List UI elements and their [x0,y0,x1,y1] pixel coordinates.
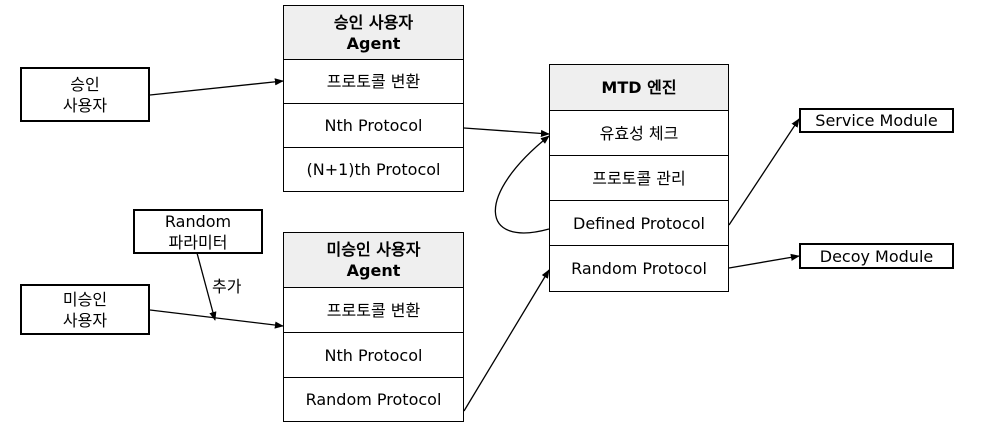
approved-user-line1: 승인 [70,74,100,94]
arrow-random-to-mtd-random [463,269,550,412]
approved-agent-header: 승인 사용자 Agent [284,6,463,60]
unapproved-user-line1: 미승인 [62,289,108,309]
approved-agent-row-protocol-convert: 프로토콜 변환 [284,60,463,104]
approved-agent-title-line2: Agent [346,33,401,53]
approved-agent-row-text: (N+1)th Protocol [306,159,441,179]
approved-user-line2: 사용자 [62,95,108,115]
arrow-defined-to-service [728,118,800,226]
mtd-row-text: 유효성 체크 [599,123,679,143]
unapproved-agent-row-text: Random Protocol [305,389,442,409]
approved-user-box: 승인 사용자 [20,67,150,122]
service-module-label: Service Module [815,111,938,130]
arrow-random-to-decoy [728,253,800,269]
mtd-row-text: 프로토콜 관리 [592,168,686,188]
arrow-approved-user-to-agent [149,78,284,96]
approved-agent-row-text: Nth Protocol [324,116,423,135]
unapproved-agent-table: 미승인 사용자 Agent 프로토콜 변환 Nth Protocol Rando… [283,232,464,422]
unapproved-agent-row-random: Random Protocol [284,378,463,420]
mtd-row-text: Random Protocol [571,258,707,278]
mtd-row-random-protocol: Random Protocol [550,246,728,290]
mtd-row-defined-protocol: Defined Protocol [550,201,728,246]
mtd-row-text: Defined Protocol [573,213,705,233]
random-param-box: Random 파라미터 [133,209,263,254]
unapproved-agent-row-nth: Nth Protocol [284,333,463,378]
approved-agent-row-text: 프로토콜 변환 [326,72,421,91]
decoy-module-label: Decoy Module [819,246,934,266]
approved-agent-row-nth: Nth Protocol [284,104,463,148]
unapproved-agent-title-line2: Agent [346,261,401,280]
unapproved-agent-title-line1: 미승인 사용자 [326,240,421,259]
mtd-row-protocol-manage: 프로토콜 관리 [550,156,728,201]
unapproved-user-box: 미승인 사용자 [20,284,150,335]
arrow-loop-defined-to-validity [494,135,550,234]
mtd-row-validity-check: 유효성 체크 [550,111,728,156]
random-param-line2: 파라미터 [168,232,228,252]
mtd-engine-header: MTD 엔진 [550,65,728,111]
approved-agent-title-line1: 승인 사용자 [333,12,414,32]
arrow-random-param-add [196,252,217,321]
service-module-box: Service Module [799,108,954,133]
decoy-module-box: Decoy Module [799,243,954,269]
approved-agent-table: 승인 사용자 Agent 프로토콜 변환 Nth Protocol (N+1)t… [283,5,464,192]
approved-agent-row-n1th: (N+1)th Protocol [284,148,463,190]
unapproved-user-line2: 사용자 [62,310,108,330]
unapproved-agent-row-text: 프로토콜 변환 [326,300,421,320]
mtd-engine-table: MTD 엔진 유효성 체크 프로토콜 관리 Defined Protocol R… [549,64,729,292]
random-param-line1: Random [164,211,232,231]
mtd-engine-title: MTD 엔진 [601,78,677,97]
unapproved-agent-header: 미승인 사용자 Agent [284,233,463,288]
arrow-unapproved-user-to-agent [149,309,284,329]
arrow-nth-to-validity [463,127,550,138]
add-label: 추가 [212,277,242,296]
unapproved-agent-row-text: Nth Protocol [324,345,423,365]
unapproved-agent-row-protocol-convert: 프로토콜 변환 [284,288,463,333]
